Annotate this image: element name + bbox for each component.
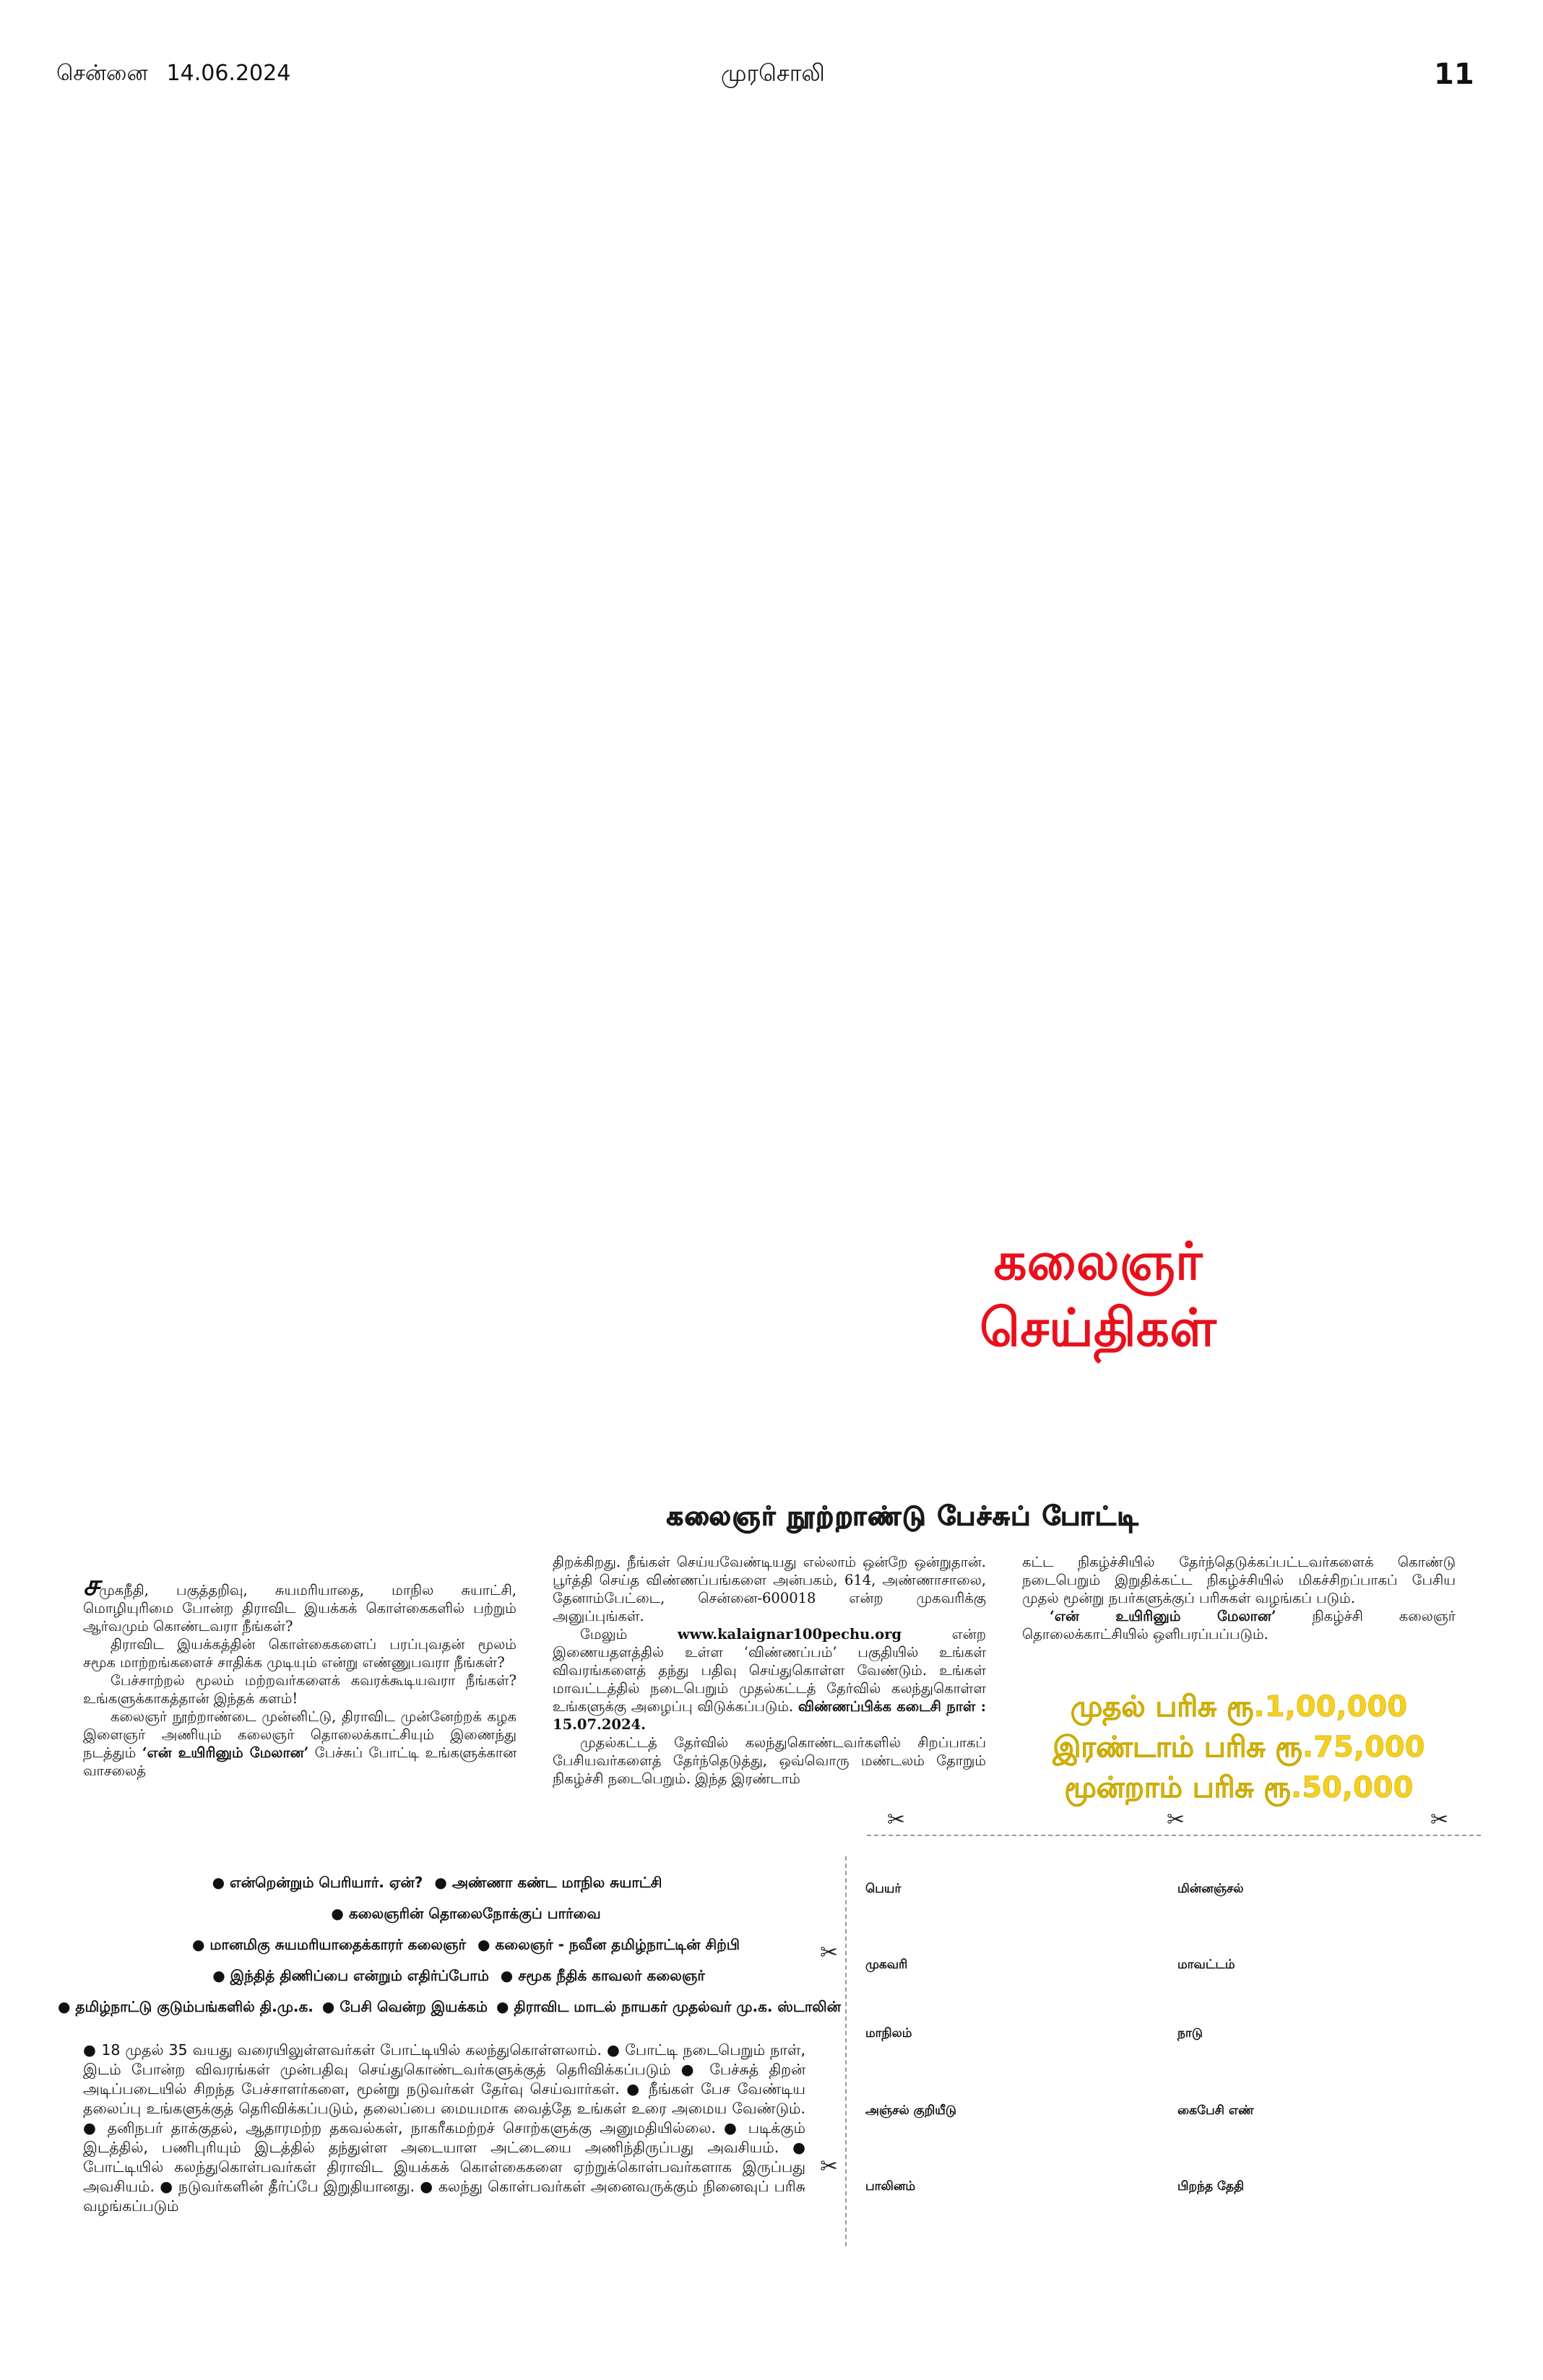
col1-p4-bold: ‘என் உயிரினும் மேலான’	[142, 1744, 309, 1761]
col3-p2-b: நிகழ்ச்சி கலைஞர் தொலைக்காட்சியில் ஒளிபரப…	[1022, 1608, 1456, 1643]
scissors-icon: ✂	[820, 1940, 839, 1965]
topic-item: மானமிகு சுயமரியாதைக்காரர் கலைஞர்	[192, 1929, 466, 1960]
form-label-district: மாவட்டம்	[1177, 1957, 1235, 1972]
cut-line-horizontal	[867, 1835, 1481, 1836]
form-label-state: மாநிலம்	[865, 2026, 912, 2041]
scissors-icon: ✂	[820, 2154, 839, 2179]
prize-third: மூன்றாம் பரிசு ரூ.50,000	[1064, 1771, 1414, 1805]
competition-banner: கலைஞர் நூற்றாண்டு பேச்சுப் போட்டி	[666, 1500, 1140, 1532]
page-number: 11	[1434, 58, 1474, 91]
topic-item: அண்ணா கண்ட மாநில சுயாட்சி	[434, 1867, 662, 1898]
col1-paragraph-2: திராவிட இயக்கத்தின் கொள்கைகளைப் பரப்புவத…	[83, 1636, 517, 1671]
topic-item: சமூக நீதிக் காவலர் கலைஞர்	[501, 1960, 705, 1991]
col2-paragraph-2: மேலும் www.kalaignar100pechu.org என்ற இண…	[553, 1625, 986, 1734]
form-label-address: முகவரி	[865, 1957, 908, 1972]
cut-line-vertical	[845, 1856, 847, 2246]
topics-row-1: என்றென்றும் பெரியார். ஏன்? அண்ணா கண்ட மா…	[58, 1867, 816, 1898]
col3-paragraph-1: கட்ட நிகழ்ச்சியில் தேர்ந்தெடுக்கப்பட்டவர…	[1022, 1554, 1456, 1606]
col1-p1-text: முகநீதி, பகுத்தறிவு, சுயமரியாதை, மாநில ச…	[83, 1582, 517, 1635]
topics-row-2: கலைஞரின் தொலைநோக்குப் பார்வை	[58, 1898, 816, 1929]
form-label-country: நாடு	[1177, 2026, 1203, 2041]
topics-list: என்றென்றும் பெரியார். ஏன்? அண்ணா கண்ட மா…	[58, 1867, 841, 2022]
header-paper-name: முரசொலி	[721, 59, 825, 87]
scissors-icon: ✂	[1167, 1807, 1185, 1832]
topic-item: பேசி வென்ற இயக்கம்	[322, 1991, 488, 2022]
col1-paragraph-4: கலைஞர் நூற்றாண்டை முன்னிட்டு, திராவிட மு…	[83, 1708, 517, 1780]
topics-row-5: தமிழ்நாட்டு குடும்பங்களில் தி.மு.க. பேசி…	[58, 1991, 841, 2022]
header-date: 14.06.2024	[166, 61, 291, 86]
section-title: கலைஞர் செய்திகள்	[925, 1228, 1271, 1361]
topic-item: இந்தித் திணிப்பை என்றும் எதிர்ப்போம்	[212, 1960, 489, 1991]
form-label-dob: பிறந்த தேதி	[1177, 2179, 1245, 2194]
form-label-gender: பாலினம்	[865, 2179, 916, 2194]
topics-row-4: இந்தித் திணிப்பை என்றும் எதிர்ப்போம் சமூ…	[58, 1960, 816, 1991]
scissors-icon: ✂	[887, 1807, 906, 1832]
topic-item: என்றென்றும் பெரியார். ஏன்?	[212, 1867, 423, 1898]
rules-text: ● 18 முதல் 35 வயது வரையிலுள்ளவர்கள் போட்…	[83, 2041, 805, 2215]
form-label-name: பெயர்	[865, 1882, 902, 1896]
col1-p4-b: பேச்சுப் போட்டி உங்களுக்கான வாசலைத்	[83, 1744, 517, 1779]
scissors-icon: ✂	[1430, 1807, 1449, 1832]
col2-p2-b: என்ற இணையதளத்தில் உள்ள ‘விண்ணப்பம்’ பகுத…	[553, 1626, 986, 1715]
topic-item: தமிழ்நாட்டு குடும்பங்களில் தி.மு.க.	[58, 1991, 313, 2022]
dropcap: ச	[83, 1568, 100, 1602]
topics-row-3: மானமிகு சுயமரியாதைக்காரர் கலைஞர் கலைஞர் …	[58, 1929, 816, 1960]
col2-paragraph-3: முதல்கட்டத் தேர்வில் கலந்துகொண்டவர்களில்…	[553, 1734, 986, 1787]
form-label-email: மின்னஞ்சல்	[1177, 1882, 1244, 1896]
col1-p4-a: கலைஞர் நூற்றாண்டை முன்னிட்டு, திராவிட மு…	[83, 1708, 517, 1761]
prize-first: முதல் பரிசு ரூ.1,00,000	[1070, 1690, 1408, 1724]
prize-list: முதல் பரிசு ரூ.1,00,000 இரண்டாம் பரிசு ர…	[1022, 1687, 1456, 1808]
article-column-1: சமுகநீதி, பகுத்தறிவு, சுயமரியாதை, மாநில …	[83, 1571, 517, 1780]
topic-item: கலைஞர் - நவீன தமிழ்நாட்டின் சிற்பி	[477, 1929, 740, 1960]
col1-paragraph-1: சமுகநீதி, பகுத்தறிவு, சுயமரியாதை, மாநில …	[83, 1571, 517, 1635]
website-link[interactable]: www.kalaignar100pechu.org	[677, 1626, 902, 1643]
topic-item: கலைஞரின் தொலைநோக்குப் பார்வை	[331, 1898, 601, 1929]
section-title-line2: செய்திகள்	[980, 1297, 1216, 1358]
header-city: சென்னை	[56, 61, 148, 86]
deadline: விண்ணப்பிக்க கடைசி நாள் : 15.07.2024.	[553, 1698, 986, 1733]
header-dateline: சென்னை 14.06.2024	[56, 61, 290, 89]
col3-p2-bold: ‘என் உயிரினும் மேலான’	[1050, 1608, 1276, 1624]
prize-second: இரண்டாம் பரிசு ரூ.75,000	[1053, 1731, 1425, 1765]
col1-paragraph-3: பேச்சாற்றல் மூலம் மற்றவர்களைக் கவரக்கூடி…	[83, 1672, 517, 1707]
col3-paragraph-2: ‘என் உயிரினும் மேலான’ நிகழ்ச்சி கலைஞர் த…	[1022, 1607, 1456, 1643]
col2-p2-a: மேலும்	[580, 1626, 678, 1643]
topic-item: திராவிட மாடல் நாயகர் முதல்வர் மு.க. ஸ்டா…	[496, 1991, 841, 2022]
section-title-line1: கலைஞர்	[993, 1231, 1203, 1291]
article-column-3: கட்ட நிகழ்ச்சியில் தேர்ந்தெடுக்கப்பட்டவர…	[1022, 1553, 1456, 1643]
col2-paragraph-1: திறக்கிறது. நீங்கள் செய்யவேண்டியது எல்லா…	[553, 1554, 986, 1624]
form-label-pincode: அஞ்சல் குறியீடு	[865, 2103, 956, 2118]
article-column-2: திறக்கிறது. நீங்கள் செய்யவேண்டியது எல்லா…	[553, 1553, 986, 1788]
form-label-mobile: கைபேசி எண்	[1177, 2103, 1254, 2118]
